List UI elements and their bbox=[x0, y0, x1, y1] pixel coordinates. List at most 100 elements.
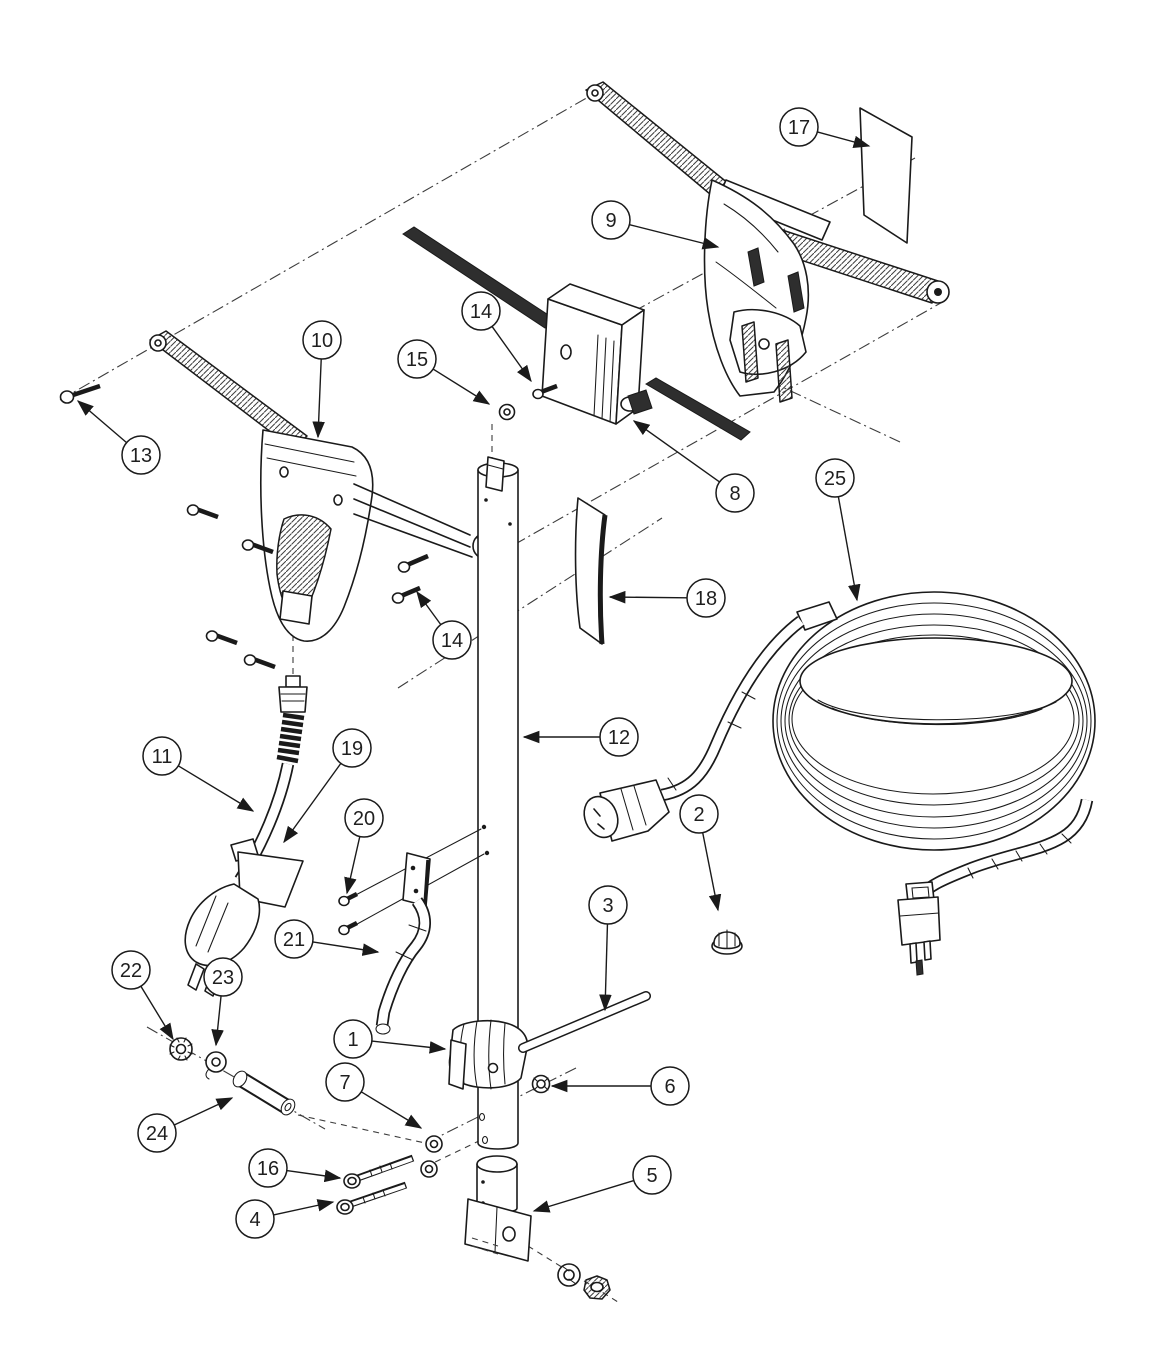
callout-number-17: 17 bbox=[788, 117, 810, 139]
screw bbox=[241, 539, 274, 555]
callout-balloon-14 bbox=[461, 291, 501, 331]
callout-balloon-23 bbox=[203, 957, 243, 997]
shifter-rod bbox=[518, 991, 651, 1053]
callout-number-22: 22 bbox=[120, 960, 142, 982]
callout-number-23: 23 bbox=[212, 967, 234, 989]
callout-8: 8 bbox=[632, 420, 755, 513]
screw-16 bbox=[343, 1154, 415, 1189]
callout-leader-4 bbox=[273, 1199, 335, 1216]
cap-nut-2 bbox=[711, 929, 743, 955]
callout-22: 22 bbox=[111, 950, 174, 1041]
callout-leader-24 bbox=[173, 1097, 234, 1126]
screw bbox=[205, 630, 238, 646]
screw bbox=[243, 654, 276, 670]
callout-balloon-13 bbox=[121, 435, 161, 475]
callout-6: 6 bbox=[550, 1066, 690, 1106]
hex-nut-6 bbox=[531, 1074, 551, 1094]
callout-number-10: 10 bbox=[311, 330, 333, 352]
callout-4: 4 bbox=[235, 1199, 335, 1239]
callout-number-25: 25 bbox=[824, 468, 846, 490]
callout-balloon-17 bbox=[779, 107, 819, 147]
screw-4 bbox=[336, 1181, 408, 1215]
callout-leader-5 bbox=[532, 1179, 635, 1213]
callout-number-24: 24 bbox=[146, 1123, 168, 1145]
callout-leader-1 bbox=[371, 1040, 447, 1054]
callout-balloon-9 bbox=[591, 200, 631, 240]
callout-balloon-20 bbox=[344, 798, 384, 838]
cord-connector bbox=[583, 779, 670, 842]
callout-leader-16 bbox=[286, 1169, 342, 1183]
callout-23: 23 bbox=[203, 957, 243, 1047]
callout-balloon-10 bbox=[302, 320, 342, 360]
callout-number-9: 9 bbox=[605, 210, 616, 232]
screw bbox=[186, 504, 219, 520]
screw-20 bbox=[338, 920, 359, 936]
callout-balloon-6 bbox=[650, 1066, 690, 1106]
label-17-sheet bbox=[859, 107, 913, 244]
callout-leader-11 bbox=[177, 765, 255, 812]
upper-swivel-bar-assembly bbox=[585, 81, 950, 403]
callout-balloon-1 bbox=[333, 1019, 373, 1059]
washer-23 bbox=[205, 1051, 227, 1080]
handset-cord bbox=[184, 675, 308, 997]
callout-leader-14 bbox=[491, 326, 532, 383]
callout-number-5: 5 bbox=[646, 1165, 657, 1187]
callout-balloon-11 bbox=[142, 736, 182, 776]
washer-15 bbox=[498, 403, 516, 421]
callout-number-3: 3 bbox=[602, 895, 613, 917]
callout-balloon-7 bbox=[325, 1062, 365, 1102]
mounting-screws bbox=[59, 383, 558, 670]
callout-balloon-14 bbox=[432, 620, 472, 660]
callout-number-11: 11 bbox=[152, 746, 173, 768]
washer-7 bbox=[420, 1160, 438, 1178]
release-handle-assembly bbox=[338, 828, 485, 1035]
callout-21: 21 bbox=[274, 919, 380, 959]
actuator-mount bbox=[464, 1155, 611, 1300]
callout-number-8: 8 bbox=[729, 483, 740, 505]
callout-leader-10 bbox=[312, 358, 325, 439]
cord-wall-plug bbox=[897, 881, 941, 976]
callout-17: 17 bbox=[779, 107, 871, 149]
label-19-tag bbox=[237, 851, 304, 908]
callout-leader-15 bbox=[432, 368, 491, 405]
callout-15: 15 bbox=[397, 339, 491, 405]
label-18-sheet bbox=[574, 497, 608, 645]
callout-9: 9 bbox=[591, 200, 720, 250]
callout-balloon-3 bbox=[588, 885, 628, 925]
callout-number-14: 14 bbox=[470, 301, 492, 323]
screw-14-lower bbox=[397, 553, 429, 573]
callout-number-14: 14 bbox=[441, 630, 463, 652]
callout-leader-21 bbox=[312, 941, 380, 956]
callout-3: 3 bbox=[588, 885, 628, 1012]
callout-11: 11 bbox=[142, 736, 255, 812]
screw-14-upper bbox=[532, 383, 558, 400]
callout-leader-19 bbox=[283, 762, 342, 844]
callout-leader-7 bbox=[360, 1091, 423, 1129]
callout-leader-8 bbox=[632, 420, 720, 483]
flange-nut bbox=[583, 1275, 611, 1300]
callout-number-16: 16 bbox=[257, 1158, 279, 1180]
strain-relief-spring bbox=[276, 712, 305, 764]
callout-leader-20 bbox=[344, 836, 361, 895]
keps-nut-22 bbox=[169, 1037, 193, 1061]
callout-balloon-4 bbox=[235, 1199, 275, 1239]
callout-leader-3 bbox=[599, 923, 612, 1012]
callout-balloon-21 bbox=[274, 919, 314, 959]
callout-number-21: 21 bbox=[283, 929, 305, 951]
callout-number-7: 7 bbox=[339, 1072, 350, 1094]
callout-25: 25 bbox=[815, 458, 861, 602]
callout-number-20: 20 bbox=[353, 808, 375, 830]
callout-balloon-8 bbox=[715, 473, 755, 513]
spacer-24 bbox=[232, 1070, 296, 1116]
callout-16: 16 bbox=[248, 1148, 342, 1188]
callout-number-4: 4 bbox=[249, 1209, 260, 1231]
callout-number-12: 12 bbox=[608, 727, 630, 749]
callout-number-6: 6 bbox=[664, 1076, 675, 1098]
callout-5: 5 bbox=[532, 1155, 672, 1213]
callout-leader-17 bbox=[817, 131, 871, 149]
callout-leader-25 bbox=[837, 496, 861, 602]
screw-14-lower bbox=[391, 585, 421, 604]
screw-13 bbox=[59, 383, 101, 404]
